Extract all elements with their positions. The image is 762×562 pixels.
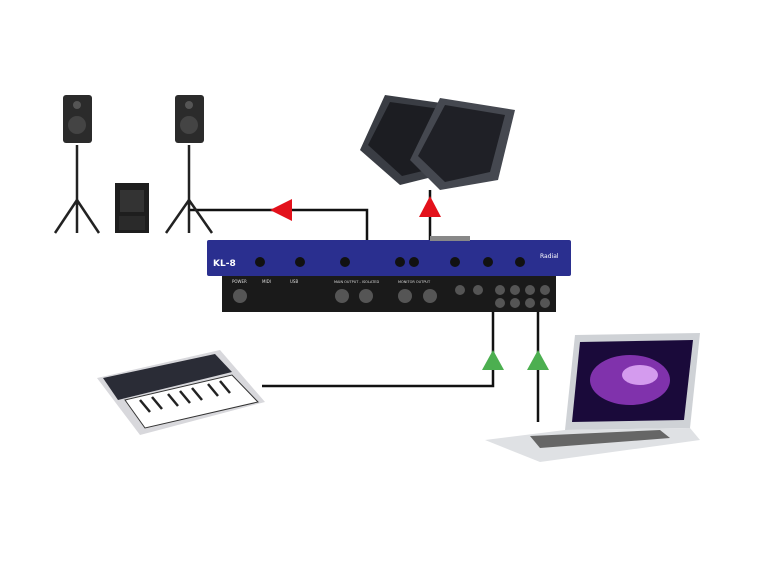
- output-arrow-pa-icon: [270, 199, 292, 221]
- input-arrow-keyboard-icon: [482, 350, 504, 370]
- rear-label-main-output: MAIN OUTPUT - ISOLATED: [334, 280, 379, 284]
- device-model-label: KL-8: [213, 259, 236, 269]
- pa-speaker-right: [164, 95, 214, 234]
- rear-label-usb: USB: [290, 279, 298, 284]
- input-arrow-laptop-icon: [527, 350, 549, 370]
- line-to-pa: [190, 208, 369, 240]
- output-arrow-monitor-icon: [419, 196, 441, 217]
- stage-monitors: [360, 95, 515, 190]
- subwoofer: [115, 183, 149, 233]
- line-from-keyboard: [262, 312, 495, 388]
- rear-label-midi: MIDI: [262, 279, 271, 284]
- midi-keyboard: [97, 350, 265, 435]
- pa-speaker-left: [53, 95, 101, 234]
- rear-label-monitor-output: MONITOR OUTPUT: [398, 280, 431, 284]
- rear-label-power: POWER: [232, 279, 247, 284]
- kl8-mixer: [207, 236, 571, 312]
- laptop: [485, 333, 700, 462]
- device-brand-logo: Radial: [540, 253, 559, 260]
